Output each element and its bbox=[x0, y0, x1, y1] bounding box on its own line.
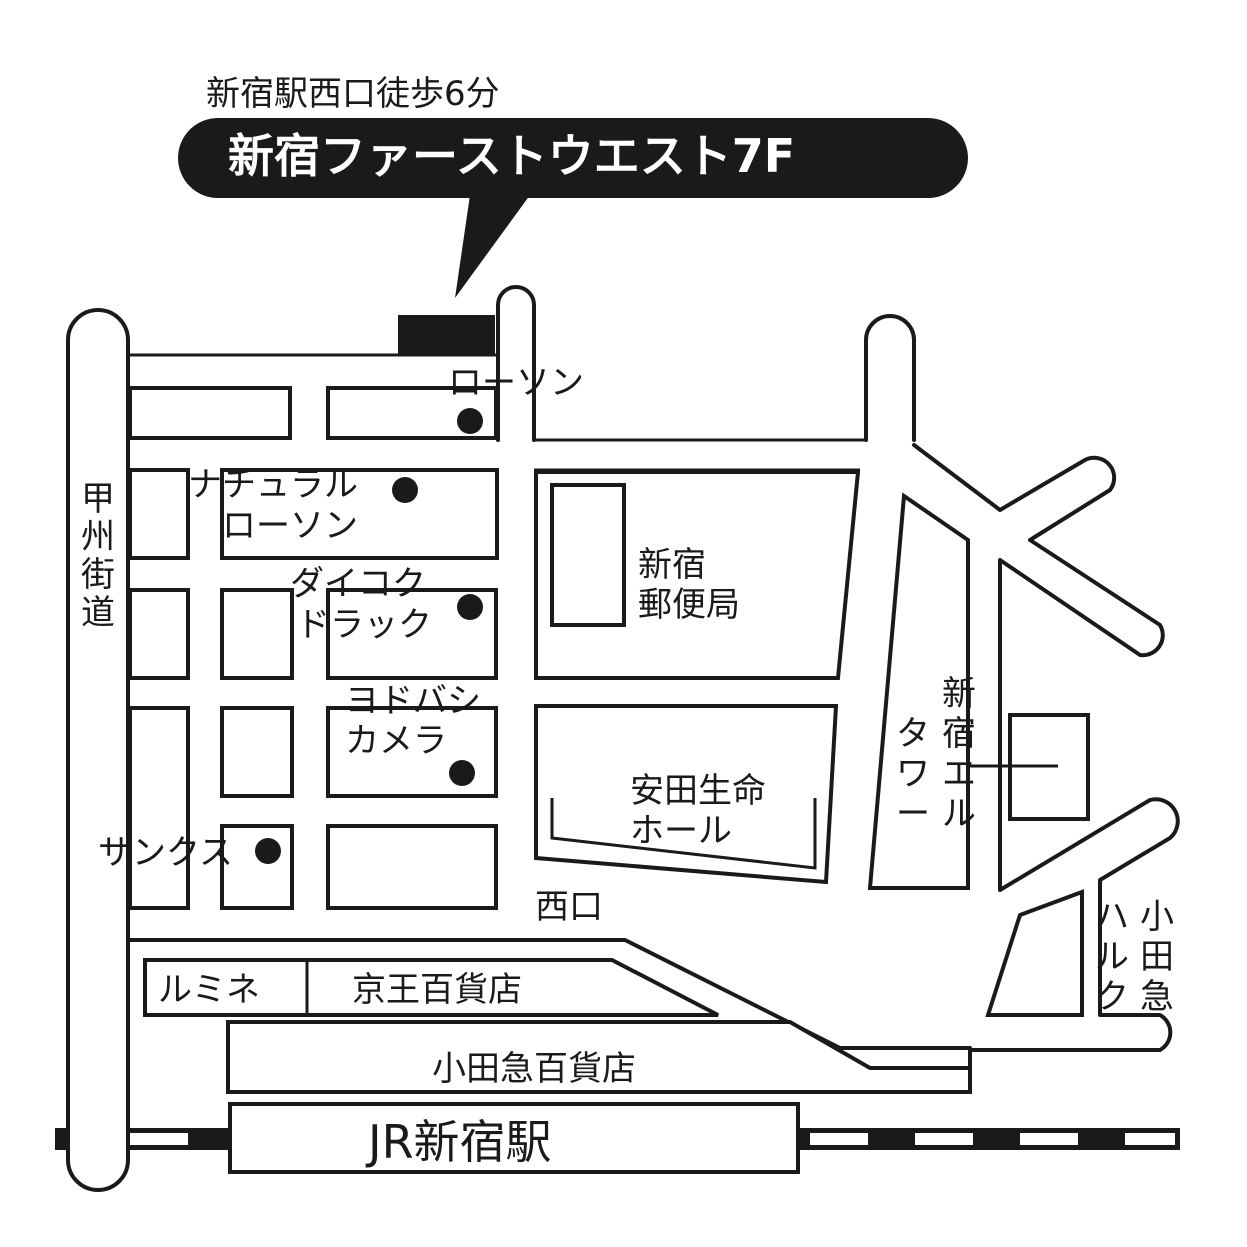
lumine-keio-block bbox=[143, 958, 719, 1017]
yasuda-building bbox=[550, 798, 817, 870]
svg-text:小: 小 bbox=[1140, 897, 1174, 937]
lumine-label: ルミネ bbox=[158, 970, 260, 1010]
svg-text:州: 州 bbox=[81, 517, 115, 557]
building-marker bbox=[398, 315, 495, 355]
jr-station-label: JR新宿駅 bbox=[365, 1115, 552, 1169]
post-office-building bbox=[550, 483, 626, 627]
lawson-top-marker bbox=[457, 408, 483, 434]
daikoku-marker bbox=[457, 594, 483, 620]
block-b2 bbox=[220, 468, 499, 560]
block-d2 bbox=[220, 706, 294, 798]
sunkus-label: サンクス bbox=[98, 833, 233, 873]
svg-text:ー: ー bbox=[896, 794, 930, 834]
callout-pointer bbox=[455, 195, 530, 298]
koshu-kaido-label: 甲 州 街 道 bbox=[81, 479, 115, 633]
svg-text:急: 急 bbox=[1140, 977, 1174, 1017]
post-office-label-1: 新宿 bbox=[638, 545, 706, 585]
svg-text:ル: ル bbox=[1095, 937, 1129, 977]
upper-right-road bbox=[534, 438, 866, 472]
block-b1 bbox=[128, 468, 190, 560]
koshu-kaido-road bbox=[66, 308, 130, 1192]
svg-text:新: 新 bbox=[942, 674, 976, 714]
daikoku-label-2: ドラック bbox=[296, 605, 432, 645]
post-office-label-2: 郵便局 bbox=[638, 585, 740, 625]
block-d5 bbox=[326, 824, 498, 910]
svg-text:ワ: ワ bbox=[896, 754, 930, 794]
block-c2 bbox=[220, 588, 294, 680]
odakyu-halc-block bbox=[985, 889, 1084, 1017]
odakyu-halc-label: 小 田 急 ハ ル ク bbox=[1095, 897, 1174, 1017]
right-vertical-road bbox=[864, 314, 916, 442]
keio-dept-label: 京王百貨店 bbox=[352, 970, 522, 1010]
yodobashi-label-2: カメラ bbox=[345, 721, 447, 761]
svg-text:ル: ル bbox=[942, 794, 976, 834]
yasuda-label-2: ホール bbox=[630, 811, 732, 851]
svg-text:タ: タ bbox=[896, 714, 930, 754]
lawson-top-label: ローソン bbox=[448, 363, 584, 403]
l-tower-block bbox=[867, 492, 970, 890]
block-d1 bbox=[128, 706, 190, 910]
yasuda-block bbox=[534, 704, 839, 885]
block-a1 bbox=[128, 386, 292, 440]
callout-bubble bbox=[178, 118, 968, 198]
jr-station-box bbox=[228, 1102, 800, 1174]
natural-lawson-label-1: ナチュラル bbox=[188, 465, 358, 505]
svg-text:街: 街 bbox=[81, 555, 115, 595]
odakyu-dept-label: 小田急百貨店 bbox=[432, 1049, 636, 1089]
central-vertical-road bbox=[496, 285, 536, 442]
yodobashi-marker bbox=[449, 760, 475, 786]
svg-text:甲: 甲 bbox=[81, 479, 115, 519]
natural-lawson-label-2: ローソン bbox=[222, 506, 358, 546]
sunkus-marker bbox=[255, 838, 281, 864]
l-tower-label: 新 宿 エ ル タ ワ ー bbox=[896, 674, 976, 834]
svg-text:ハ: ハ bbox=[1095, 897, 1129, 937]
nishiguchi-label: 西口 bbox=[535, 887, 603, 927]
svg-text:道: 道 bbox=[81, 593, 115, 633]
svg-text:宿: 宿 bbox=[942, 714, 976, 754]
svg-text:ク: ク bbox=[1095, 977, 1129, 1017]
svg-text:エ: エ bbox=[942, 754, 976, 794]
access-text: 新宿駅西口徒歩6分 bbox=[206, 74, 500, 114]
yodobashi-label-1: ヨドバシ bbox=[345, 681, 481, 721]
building-name: 新宿ファーストウエスト7F bbox=[228, 129, 795, 183]
block-c1 bbox=[128, 588, 190, 680]
block-d4 bbox=[220, 824, 294, 910]
yasuda-label-1: 安田生命 bbox=[630, 771, 766, 811]
svg-text:田: 田 bbox=[1140, 937, 1174, 977]
daikoku-label-1: ダイコク bbox=[290, 564, 426, 604]
natural-lawson-marker bbox=[392, 477, 418, 503]
odakyu-dept-block bbox=[226, 1020, 972, 1094]
